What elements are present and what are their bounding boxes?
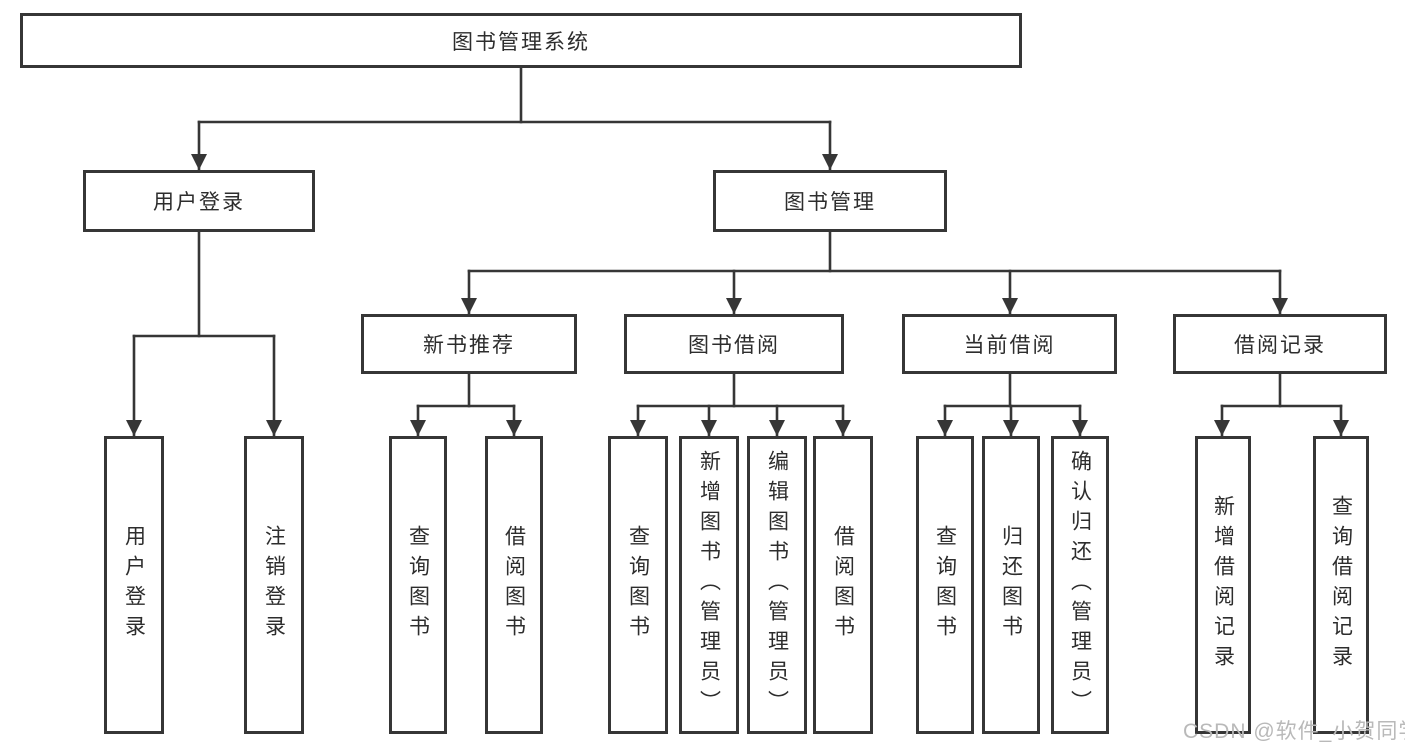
node-book-management: 图书管理: [713, 170, 947, 232]
leaf-query-books-borrow: 查询图书: [608, 436, 668, 734]
leaf-borrow-books-recommend: 借阅图书: [485, 436, 543, 734]
node-current-borrow: 当前借阅: [902, 314, 1117, 374]
leaf-query-borrow-record: 查询借阅记录: [1313, 436, 1369, 734]
leaf-query-books-recommend: 查询图书: [389, 436, 447, 734]
node-book-borrow: 图书借阅: [624, 314, 844, 374]
node-user-login: 用户登录: [83, 170, 315, 232]
node-library-system: 图书管理系统: [20, 13, 1022, 68]
node-borrow-records: 借阅记录: [1173, 314, 1387, 374]
leaf-edit-book-admin: 编辑图书（管理员）: [747, 436, 807, 734]
leaf-add-borrow-record: 新增借阅记录: [1195, 436, 1251, 734]
leaf-confirm-return-admin: 确认归还（管理员）: [1051, 436, 1109, 734]
leaf-user-login: 用户登录: [104, 436, 164, 734]
leaf-logout: 注销登录: [244, 436, 304, 734]
leaf-query-books-current: 查询图书: [916, 436, 974, 734]
leaf-return-books: 归还图书: [982, 436, 1040, 734]
node-new-book-recommend: 新书推荐: [361, 314, 577, 374]
csdn-watermark: CSDN @软件_小贺同学: [1183, 720, 1405, 743]
leaf-borrow-books: 借阅图书: [813, 436, 873, 734]
leaf-add-book-admin: 新增图书（管理员）: [679, 436, 739, 734]
